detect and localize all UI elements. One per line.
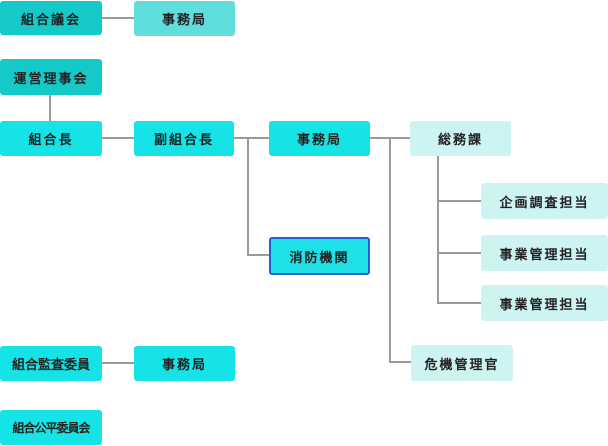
- connector-rijikai-kumiaicho: [49, 95, 51, 121]
- node-fuku-kumiaicho: 副組合長: [134, 121, 234, 156]
- connector-fuku-shobo-vertical: [247, 137, 249, 256]
- connector-fuku-jimukyoku: [234, 137, 269, 139]
- connector-gikai-jimukyoku: [102, 17, 134, 19]
- connector-somuka-vertical: [437, 155, 439, 304]
- connector-fuku-shobo-horizontal: [247, 254, 269, 256]
- connector-kumiaicho-fuku: [102, 137, 134, 139]
- connector-jimukyoku-kiki-horizontal: [389, 361, 411, 363]
- connector-jimukyoku-kiki-vertical: [389, 137, 391, 363]
- node-kiki-kanrikan: 危機管理官: [411, 345, 513, 381]
- node-jimukyoku-kansa: 事務局: [134, 346, 235, 381]
- node-jigyo-kanri-1: 事業管理担当: [481, 235, 608, 271]
- connector-kansa-jimukyoku: [102, 362, 134, 364]
- node-kansa-iin: 組合監査委員: [0, 346, 102, 381]
- connector-somuka-kikaku: [437, 200, 481, 202]
- connector-somuka-jigyo-1: [437, 252, 481, 254]
- node-kohei-iinkai: 組合公平委員会: [0, 410, 102, 445]
- node-kikaku-chosa: 企画調査担当: [481, 183, 608, 219]
- node-somuka: 総務課: [410, 121, 511, 156]
- node-jimukyoku-main: 事務局: [269, 121, 370, 156]
- connector-somuka-jigyo-2: [437, 302, 481, 304]
- node-kumiai-gikai: 組合議会: [0, 1, 102, 35]
- node-shobo-kikan: 消防機関: [269, 237, 370, 275]
- node-kumiaicho: 組合長: [0, 121, 102, 156]
- node-jimukyoku-gikai: 事務局: [134, 1, 235, 36]
- node-jigyo-kanri-2: 事業管理担当: [481, 285, 608, 321]
- node-unei-rijikai: 運営理事会: [0, 59, 102, 95]
